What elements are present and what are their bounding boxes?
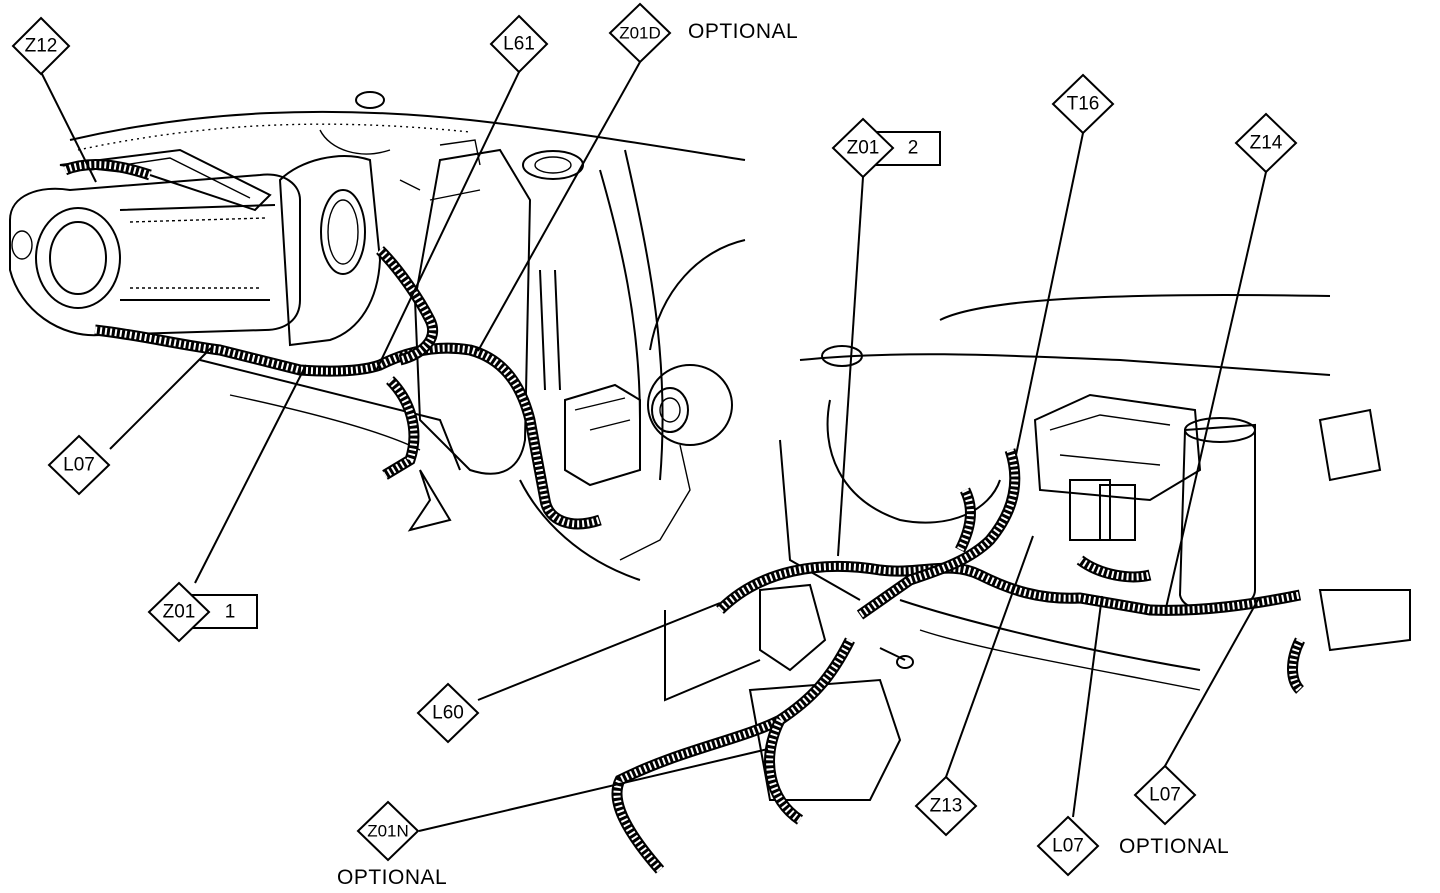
callout-z01d-diamond: [608, 2, 672, 64]
callout-t16: T16: [1051, 73, 1115, 135]
callout-l07-right-label: L07: [1149, 785, 1181, 806]
callout-z01d-label: Z01D: [619, 24, 661, 43]
callout-l07-bottom-label: L07: [1052, 836, 1084, 857]
callout-l07-left-diamond: [47, 434, 111, 496]
callout-l60: L60: [416, 682, 480, 744]
callout-z01d-note: OPTIONAL: [688, 20, 798, 43]
callout-z01-1: Z01 1: [147, 581, 258, 643]
callout-t16-diamond: [1051, 73, 1115, 135]
callout-l07-right: L07 OPTIONAL: [1119, 764, 1229, 858]
callout-z14-label: Z14: [1250, 133, 1283, 154]
callout-z12-diamond: [11, 16, 71, 76]
right-engine-bay-illustration: [611, 294, 1411, 874]
left-engine-bay-illustration: [9, 91, 746, 581]
callout-l07-bottom: L07: [1036, 815, 1100, 877]
callout-l60-label: L60: [432, 703, 464, 724]
callout-l61: L61: [489, 14, 549, 74]
callout-t16-label: T16: [1067, 94, 1100, 115]
callout-l60-diamond: [416, 682, 480, 744]
callout-l07-left-label: L07: [63, 455, 95, 476]
callout-z01-1-diamond: [147, 581, 211, 643]
callout-l07-left: L07: [47, 434, 111, 496]
callout-z01n-note: OPTIONAL: [337, 866, 447, 888]
callout-z14: Z14: [1234, 112, 1298, 174]
leader-lines: [40, 61, 1267, 832]
callout-z01-2-number: 2: [908, 138, 919, 159]
callout-l07-right-diamond: [1133, 764, 1197, 826]
callout-z13-label: Z13: [930, 796, 963, 817]
callout-z01n-label: Z01N: [367, 822, 409, 841]
callout-l61-label: L61: [503, 34, 535, 55]
callout-z01-1-label: Z01: [163, 602, 196, 623]
callout-z12-label: Z12: [25, 36, 58, 57]
callout-l61-diamond: [489, 14, 549, 74]
callout-z14-diamond: [1234, 112, 1298, 174]
callout-z01-2-diamond: [831, 117, 895, 179]
callout-z01-1-number: 1: [225, 602, 236, 623]
callout-l07-bottom-diamond: [1036, 815, 1100, 877]
callout-z01n: Z01N OPTIONAL: [337, 800, 447, 889]
callout-z01-2-label: Z01: [847, 138, 880, 159]
callout-z01-2: Z01 2: [831, 117, 941, 179]
callout-z01d: Z01D OPTIONAL: [608, 2, 798, 64]
callout-z13-diamond: [914, 775, 978, 837]
callout-l07-right-note: OPTIONAL: [1119, 835, 1229, 858]
callout-z12: Z12: [11, 16, 71, 76]
callout-z13: Z13: [914, 775, 978, 837]
callout-z01n-diamond: [356, 800, 420, 862]
